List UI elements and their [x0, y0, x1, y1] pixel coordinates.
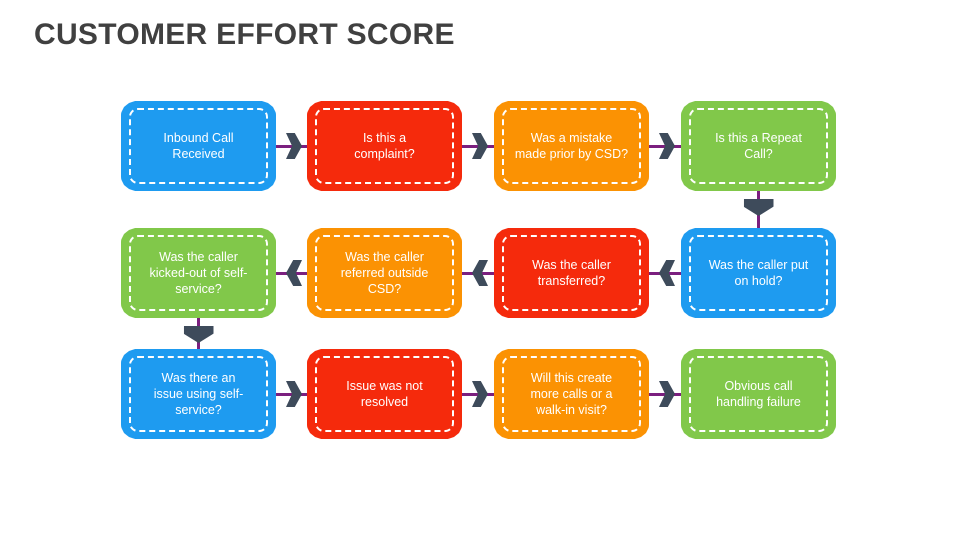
connector-c11-right: [649, 381, 681, 407]
flow-node-label: Issue was not resolved: [346, 379, 423, 409]
connector-arrowhead-right: [286, 381, 302, 407]
connector-c7-left: [276, 260, 307, 286]
flow-node-shape: [121, 349, 276, 439]
flow-node-shape: [307, 228, 462, 318]
connector-arrowhead-right: [659, 381, 675, 407]
flow-node-label: Inbound Call Received: [163, 131, 234, 161]
flow-node-n8[interactable]: Was the caller put on hold?: [681, 228, 836, 318]
connector-c2-right: [462, 133, 494, 159]
connector-arrowhead-down: [183, 326, 214, 343]
flow-node-shape: [121, 228, 276, 318]
page-title: CUSTOMER EFFORT SCORE: [34, 18, 455, 51]
flow-node-shape: [494, 101, 649, 191]
flow-node-shape: [307, 349, 462, 439]
connector-arrowhead-right: [472, 133, 488, 159]
flow-node-shape: [681, 228, 836, 318]
flow-node-n10[interactable]: Issue was not resolved: [307, 349, 462, 439]
flow-node-shape: [121, 101, 276, 191]
connector-c3-right: [649, 133, 681, 159]
flow-node-label: Was a mistake made prior by CSD?: [514, 131, 629, 161]
connector-arrowhead-left: [659, 260, 675, 286]
connector-c6-left: [462, 260, 494, 286]
flow-node-shape: [681, 349, 836, 439]
flow-node-label: Is this a Repeat Call?: [715, 131, 802, 161]
flow-node-n5[interactable]: Was the caller kicked-out of self- servi…: [121, 228, 276, 318]
flow-node-shape: [681, 101, 836, 191]
flow-node-n7[interactable]: Was the caller transferred?: [494, 228, 649, 318]
connector-line: [276, 392, 307, 396]
connector-c9-right: [276, 381, 307, 407]
connector-arrowhead-right: [472, 381, 488, 407]
connector-c4-down: [743, 191, 774, 228]
flow-node-label: Will this create more calls or a walk-in…: [530, 371, 613, 417]
flow-node-label: Was there an issue using self- service?: [153, 371, 244, 417]
flow-node-n1[interactable]: Inbound Call Received: [121, 101, 276, 191]
flow-node-label: Was the caller kicked-out of self- servi…: [149, 250, 248, 296]
flow-node-label: Was the caller transferred?: [532, 258, 611, 288]
flow-node-n11[interactable]: Will this create more calls or a walk-in…: [494, 349, 649, 439]
connector-c5-left: [649, 260, 681, 286]
connector-c8-down: [183, 318, 214, 349]
flow-node-label: Is this a complaint?: [354, 131, 415, 161]
flow-node-label: Was the caller put on hold?: [708, 258, 809, 288]
flow-node-n12[interactable]: Obvious call handling failure: [681, 349, 836, 439]
flow-node-shape: [494, 228, 649, 318]
connector-line: [462, 392, 494, 396]
flow-node-shape: [307, 101, 462, 191]
connector-arrowhead-down: [743, 199, 774, 216]
connector-arrowhead-right: [286, 133, 302, 159]
flow-node-n6[interactable]: Was the caller referred outside CSD?: [307, 228, 462, 318]
flow-node-n9[interactable]: Was there an issue using self- service?: [121, 349, 276, 439]
connector-line: [462, 144, 494, 148]
connector-line: [276, 144, 307, 148]
connector-arrowhead-left: [472, 260, 488, 286]
flow-node-n2[interactable]: Is this a complaint?: [307, 101, 462, 191]
flow-node-label: Was the caller referred outside CSD?: [340, 250, 429, 296]
connector-line: [649, 144, 681, 148]
connector-c10-right: [462, 381, 494, 407]
connector-arrowhead-right: [659, 133, 675, 159]
connector-line: [649, 392, 681, 396]
connector-c1-right: [276, 133, 307, 159]
flow-node-n4[interactable]: Is this a Repeat Call?: [681, 101, 836, 191]
flow-node-n3[interactable]: Was a mistake made prior by CSD?: [494, 101, 649, 191]
connector-arrowhead-left: [286, 260, 302, 286]
flow-node-shape: [494, 349, 649, 439]
flow-node-label: Obvious call handling failure: [716, 379, 801, 409]
